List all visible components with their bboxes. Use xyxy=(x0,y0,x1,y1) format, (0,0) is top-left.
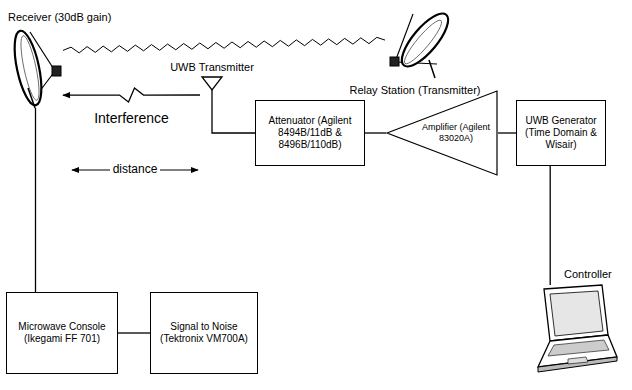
cable-line xyxy=(550,166,551,285)
relay-dish: Relay Station (Transmitter) xyxy=(385,10,445,80)
controller-laptop: Controller xyxy=(530,285,618,377)
node-label: Controller xyxy=(564,268,612,281)
receiver-dish-outline xyxy=(8,28,63,108)
edge-label: Interference xyxy=(92,110,171,126)
uwb-antenna-drawing xyxy=(202,77,222,102)
radio-link xyxy=(63,37,385,53)
node-label: UWB Transmitter xyxy=(170,61,254,74)
node-label: Amplifier (Agilent 83020A) xyxy=(418,122,494,144)
cable-line xyxy=(35,108,36,292)
controller-laptop-outline xyxy=(530,285,618,377)
cable-line xyxy=(118,332,150,333)
node-label: Attenuator (Agilent 8494B/11dB & 8496B/1… xyxy=(260,115,360,151)
relay-dish-drawing xyxy=(390,7,455,78)
node-label: Receiver (30dB gain) xyxy=(8,11,111,24)
console-box: Microwave Console (Ikegami FF 701) xyxy=(6,292,118,374)
relay-dish-outline xyxy=(385,10,445,80)
attenuator-box: Attenuator (Agilent 8494B/11dB & 8496B/1… xyxy=(255,100,365,166)
cable-line xyxy=(212,102,255,133)
interference-arrow xyxy=(63,88,200,102)
receiver-dish: Receiver (30dB gain) xyxy=(8,28,63,108)
generator-box: UWB Generator (Time Domain & Wisair) xyxy=(516,100,606,166)
amplifier-triangle: Amplifier (Agilent 83020A) xyxy=(386,90,498,176)
node-label: Signal to Noise (Tektronix VM700A) xyxy=(155,321,253,345)
amplifier-triangle-drawing xyxy=(387,91,497,175)
node-label: Relay Station (Transmitter) xyxy=(349,84,480,97)
node-label: Microwave Console (Ikegami FF 701) xyxy=(11,321,113,345)
distance-label: distance xyxy=(110,162,161,176)
cable-line xyxy=(365,132,386,133)
uwb-antenna: UWB Transmitter xyxy=(200,76,224,102)
controller-laptop-drawing xyxy=(538,285,617,372)
receiver-dish-drawing xyxy=(9,29,61,108)
noise-box: Signal to Noise (Tektronix VM700A) xyxy=(150,292,258,374)
uwb-antenna-outline xyxy=(200,76,224,102)
node-label: UWB Generator (Time Domain & Wisair) xyxy=(521,115,601,151)
cable-line xyxy=(498,132,516,133)
